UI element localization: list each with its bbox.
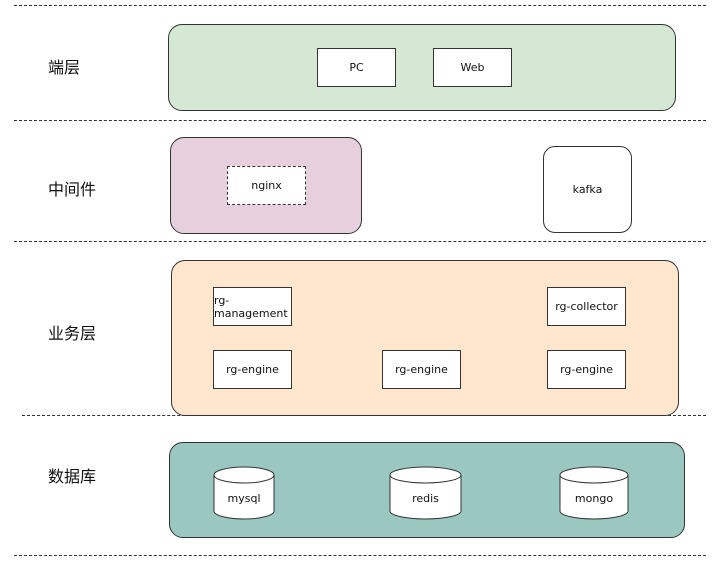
database-label: mongo <box>574 492 614 505</box>
separator-line <box>14 241 706 242</box>
separator-line <box>14 5 706 6</box>
database-label: redis <box>412 492 439 505</box>
business-layer-region <box>171 260 679 416</box>
layer-label-client: 端层 <box>48 58 81 77</box>
database-cylinder-icon <box>389 466 462 520</box>
database-label: mysql <box>227 492 261 505</box>
rg-engine-node[interactable]: rg-engine <box>382 350 461 389</box>
layer-label-business: 业务层 <box>48 324 97 343</box>
mongo-database[interactable]: mongo <box>559 466 629 520</box>
rg-collector-node[interactable]: rg-collector <box>547 287 626 326</box>
kafka-node[interactable]: kafka <box>543 146 632 233</box>
separator-line <box>14 555 706 556</box>
database-cylinder-icon <box>213 466 275 520</box>
mysql-database[interactable]: mysql <box>213 466 275 520</box>
layer-label-data: 数据库 <box>48 467 97 486</box>
rg-engine-node[interactable]: rg-engine <box>213 350 292 389</box>
web-node[interactable]: Web <box>433 48 512 87</box>
redis-database[interactable]: redis <box>389 466 462 520</box>
database-cylinder-icon <box>559 466 629 520</box>
pc-node[interactable]: PC <box>317 48 396 87</box>
layer-label-middleware: 中间件 <box>48 180 97 199</box>
client-layer-region <box>168 24 676 111</box>
separator-line <box>14 120 706 121</box>
rg-engine-node[interactable]: rg-engine <box>547 350 626 389</box>
rg-management-node[interactable]: rg-management <box>213 287 292 326</box>
nginx-node[interactable]: nginx <box>227 166 306 205</box>
